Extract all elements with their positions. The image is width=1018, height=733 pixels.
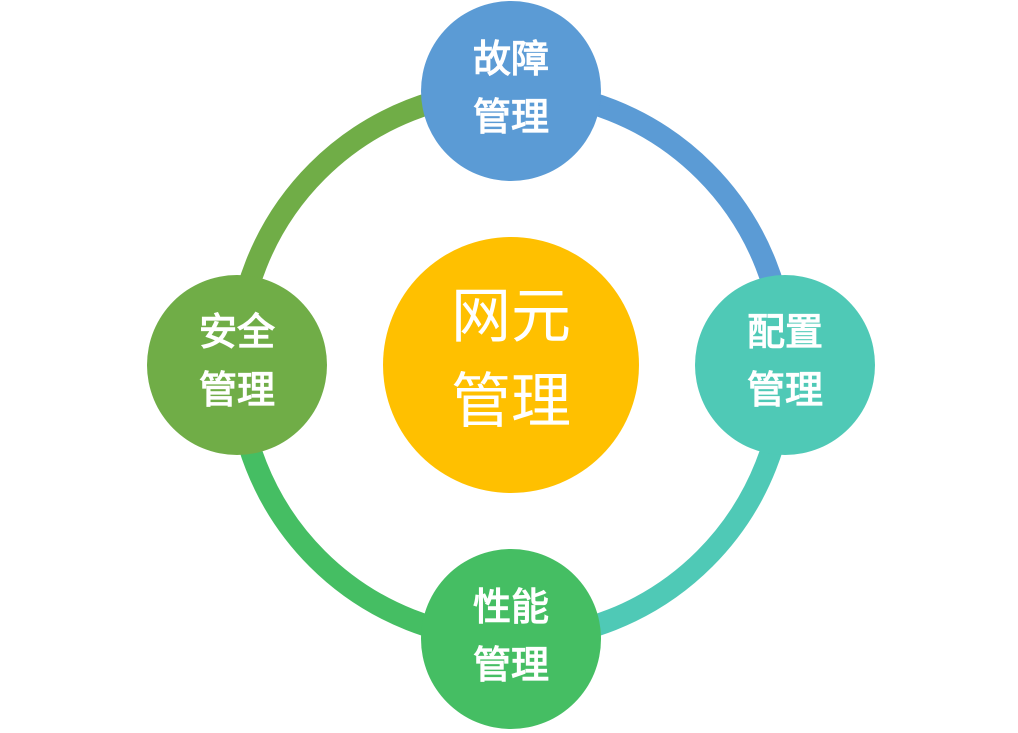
node-security-management-label-line2: 管理 — [199, 368, 275, 412]
node-configuration-management-label-line2: 管理 — [747, 368, 823, 412]
node-performance-management-circle — [421, 549, 601, 729]
center-label-line2: 管理 — [451, 367, 571, 437]
node-security-management-circle — [147, 275, 327, 455]
node-fault-management-label-line2: 管理 — [473, 95, 549, 139]
node-configuration-management: 配置 管理 — [695, 275, 875, 455]
node-configuration-management-circle — [695, 275, 875, 455]
node-configuration-management-label-line1: 配置 — [747, 310, 823, 354]
node-security-management-label-line1: 安全 — [199, 310, 276, 354]
node-fault-management-circle — [421, 1, 601, 181]
node-fault-management: 故障 管理 — [421, 1, 601, 181]
node-network-element-management: 网元 管理 — [383, 237, 639, 493]
node-security-management: 安全 管理 — [147, 275, 327, 455]
node-network-element-management-circle — [383, 237, 639, 493]
node-performance-management-label-line1: 性能 — [473, 585, 549, 629]
node-performance-management: 性能 管理 — [421, 549, 601, 729]
node-fault-management-label-line1: 故障 — [473, 37, 549, 81]
node-performance-management-label-line2: 管理 — [473, 643, 549, 687]
center-label-line1: 网元 — [451, 282, 571, 352]
